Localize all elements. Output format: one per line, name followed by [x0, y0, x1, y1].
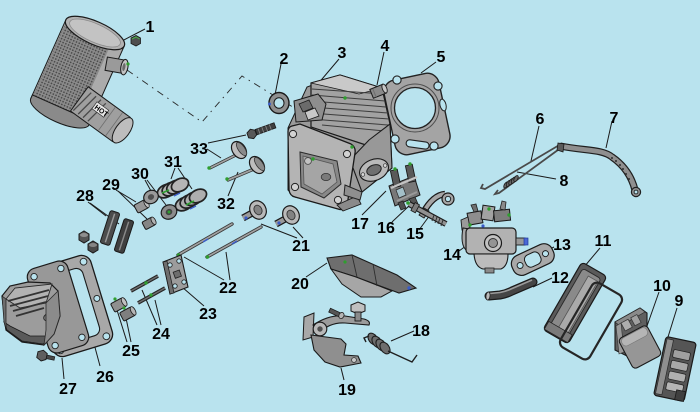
svg-text:29: 29: [102, 177, 120, 194]
svg-text:27: 27: [59, 381, 77, 398]
svg-text:19: 19: [338, 382, 356, 399]
svg-text:28: 28: [76, 188, 94, 205]
svg-text:5: 5: [437, 49, 446, 66]
svg-text:24: 24: [152, 326, 170, 343]
svg-text:33: 33: [190, 141, 208, 158]
svg-text:6: 6: [536, 111, 545, 128]
svg-text:13: 13: [553, 237, 571, 254]
svg-text:32: 32: [217, 196, 235, 213]
svg-text:4: 4: [381, 38, 390, 55]
svg-text:1: 1: [146, 19, 155, 36]
svg-text:3: 3: [338, 45, 347, 62]
svg-text:16: 16: [377, 220, 395, 237]
svg-text:23: 23: [199, 306, 217, 323]
svg-text:10: 10: [653, 278, 671, 295]
svg-text:8: 8: [560, 173, 569, 190]
svg-text:20: 20: [291, 276, 309, 293]
svg-text:2: 2: [280, 51, 289, 68]
svg-text:25: 25: [122, 343, 140, 360]
svg-text:7: 7: [610, 110, 619, 127]
svg-text:31: 31: [164, 154, 182, 171]
svg-text:18: 18: [412, 323, 430, 340]
svg-text:30: 30: [131, 166, 149, 183]
svg-text:15: 15: [406, 226, 424, 243]
svg-text:26: 26: [96, 369, 114, 386]
svg-text:21: 21: [292, 238, 310, 255]
svg-text:22: 22: [219, 280, 237, 297]
svg-text:12: 12: [551, 270, 569, 287]
svg-text:9: 9: [675, 293, 684, 310]
svg-text:11: 11: [595, 233, 612, 250]
svg-text:14: 14: [443, 247, 461, 264]
svg-text:17: 17: [351, 216, 369, 233]
